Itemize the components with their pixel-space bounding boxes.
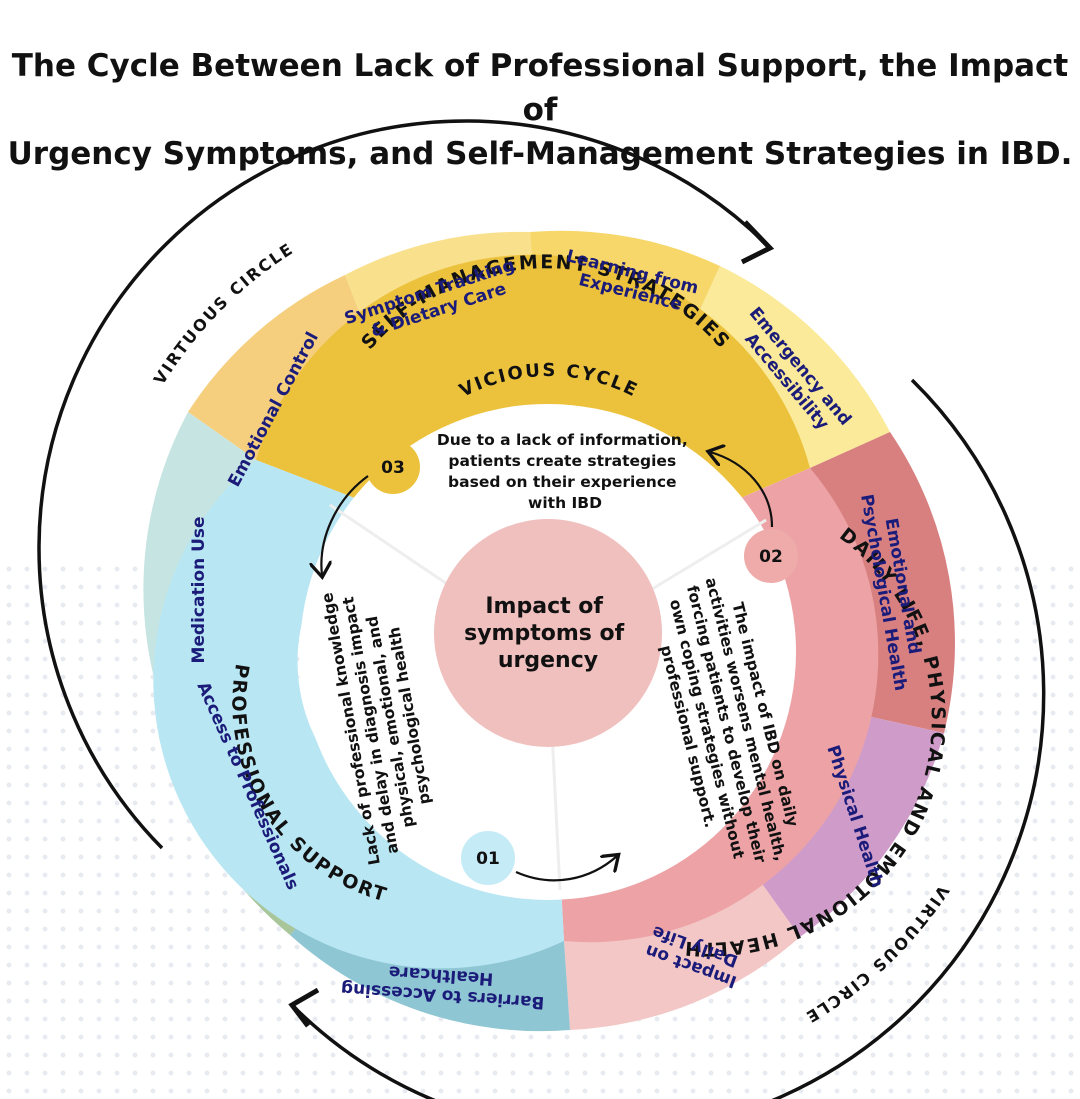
page-title: The Cycle Between Lack of Professional S… — [0, 44, 1080, 176]
segment-emotional-control — [188, 275, 377, 460]
center-circle — [434, 519, 662, 747]
badge-01-label: 01 — [476, 849, 500, 869]
badge-03 — [366, 440, 420, 494]
center-line-2: symptoms of — [464, 621, 625, 646]
virtuous-arc-left — [37, 119, 772, 850]
arrow-head-top-icon — [740, 220, 775, 265]
center-label: Impact of symptoms of urgency — [464, 594, 632, 673]
step-03-text: Due to a lack of information, patients c… — [437, 431, 693, 512]
arrow-head-bottom-icon — [288, 987, 320, 1028]
title-line-2: Urgency Symptoms, and Self-Management St… — [7, 136, 1073, 172]
arrow-01-icon — [515, 856, 617, 882]
badge-03-label: 03 — [381, 458, 405, 478]
ring-daily-life — [557, 468, 879, 943]
segment-physical-health — [750, 714, 944, 937]
arrow-03-icon — [321, 475, 369, 575]
segment-emergency — [683, 266, 890, 468]
badge-01 — [461, 831, 515, 885]
label-medication-use: Medication Use — [189, 516, 209, 663]
virtuous-arc-right — [293, 378, 1046, 1099]
title-line-1: The Cycle Between Lack of Professional S… — [11, 48, 1069, 128]
arrow-02-icon — [710, 452, 774, 528]
badge-02 — [744, 529, 798, 583]
segment-impact-daily-life — [564, 867, 800, 1030]
badge-02-label: 02 — [759, 547, 783, 567]
segment-emotional-psychological — [810, 432, 955, 733]
center-line-3: urgency — [498, 648, 598, 673]
center-line-1: Impact of — [485, 594, 603, 619]
